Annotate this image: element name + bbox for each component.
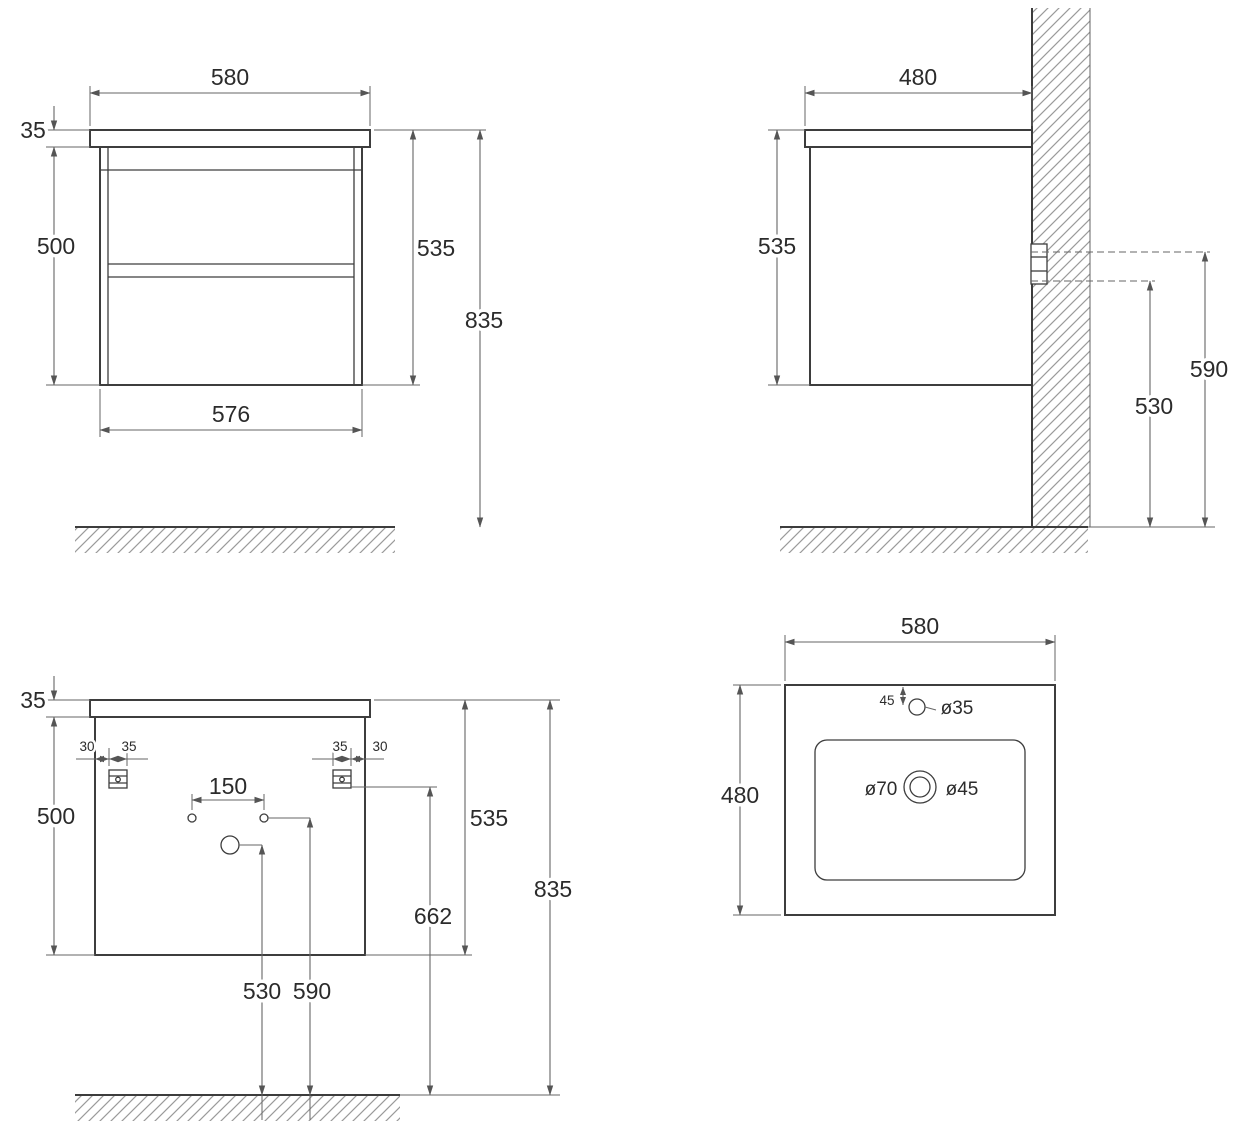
front-cabinet xyxy=(89,129,371,386)
dim-back-total-height: 835 xyxy=(530,699,576,1096)
dim-front-width-top: 580 xyxy=(89,61,371,126)
dim-back-bracket-left: 30 35 xyxy=(76,737,148,766)
mounting-bracket xyxy=(332,769,352,789)
dim-label: 535 xyxy=(470,805,508,831)
dim-basin-faucet-offset: 45 xyxy=(877,687,906,711)
dim-label: 35 xyxy=(121,739,136,754)
back-floor xyxy=(75,1094,560,1121)
dim-label: 500 xyxy=(37,803,75,829)
dim-label: ø35 xyxy=(941,698,974,719)
fixing-hole-left xyxy=(187,813,197,823)
dim-label: ø45 xyxy=(946,779,979,800)
drain-inner-circle xyxy=(909,776,931,798)
side-cabinet xyxy=(804,129,1033,386)
side-view: 480 535 590 530 xyxy=(754,8,1232,553)
dim-label: 35 xyxy=(20,687,46,713)
floor-hatch xyxy=(75,1096,400,1121)
dim-basin-width: 580 xyxy=(784,610,1056,681)
dim-label: ø70 xyxy=(865,779,898,800)
dim-back-cabinet-height: 535 xyxy=(365,699,560,956)
dim-label: 30 xyxy=(79,739,94,754)
dim-label: 480 xyxy=(899,64,937,90)
dim-side-upper-fixing: 590 xyxy=(1186,251,1232,528)
drain-outer-circle xyxy=(903,770,937,804)
dim-label: 480 xyxy=(721,782,759,808)
dim-back-fixing-height: 590 xyxy=(268,817,335,1120)
front-floor xyxy=(75,526,395,553)
back-view: 35 500 30 35 35 30 xyxy=(17,676,576,1121)
mounting-bracket xyxy=(108,769,128,789)
dim-basin-drain: ø70 ø45 xyxy=(862,776,982,803)
floor-hatch xyxy=(780,528,1088,553)
dim-label: 662 xyxy=(414,903,452,929)
dim-label: 535 xyxy=(417,235,455,261)
dim-front-cabinet-height: 535 xyxy=(362,129,486,386)
front-view: 580 35 500 535 835 576 xyxy=(17,61,507,553)
dim-label: 500 xyxy=(37,233,75,259)
back-bracket-right xyxy=(332,769,352,789)
front-countertop xyxy=(89,129,371,148)
dim-front-total-height: 835 xyxy=(461,129,507,528)
dim-side-cabinet-height: 535 xyxy=(754,129,810,386)
basin-outline xyxy=(784,684,1056,916)
dim-label: 590 xyxy=(1190,356,1228,382)
dim-back-bracket-right: 35 30 xyxy=(312,737,390,766)
dim-label: 535 xyxy=(758,233,796,259)
back-countertop xyxy=(89,699,371,718)
dim-label: 580 xyxy=(211,64,249,90)
side-cabinet-body xyxy=(809,146,1033,386)
dim-basin-depth: 480 xyxy=(717,684,781,916)
dim-side-depth: 480 xyxy=(804,61,1033,126)
dim-label: 530 xyxy=(243,978,281,1004)
dim-back-hole-spacing: 150 xyxy=(191,770,265,810)
dim-back-top-thickness: 35 xyxy=(17,676,90,718)
side-wall-bracket xyxy=(1030,243,1210,285)
dim-label: 30 xyxy=(372,739,387,754)
mounting-bracket xyxy=(1030,243,1048,285)
dim-label: 590 xyxy=(293,978,331,1004)
front-cabinet-body xyxy=(99,146,363,386)
basin-bowl xyxy=(814,739,1026,881)
dim-label: 150 xyxy=(209,773,247,799)
basin-view: 580 480 45 ø35 ø70 ø45 xyxy=(717,610,1056,916)
dim-front-width-bottom: 576 xyxy=(99,389,363,437)
dim-back-drain-height: 530 xyxy=(239,844,285,1120)
basin-body xyxy=(784,684,1056,916)
dim-label: 530 xyxy=(1135,393,1173,419)
dim-label: 576 xyxy=(212,401,250,427)
side-floor xyxy=(780,526,1215,553)
dim-front-body-height: 500 xyxy=(33,146,100,386)
side-countertop xyxy=(804,129,1033,148)
dim-basin-faucet-hole: ø35 xyxy=(924,695,976,722)
dim-back-body-height: 500 xyxy=(33,716,95,956)
dim-back-bracket-height: 662 xyxy=(351,786,456,1096)
dim-label: 580 xyxy=(901,613,939,639)
dim-side-lower-fixing: 530 xyxy=(1131,280,1177,528)
floor-hatch xyxy=(75,528,395,553)
dim-label: 835 xyxy=(534,876,572,902)
dim-front-top-thickness: 35 xyxy=(17,106,90,148)
dim-label: 35 xyxy=(20,117,46,143)
dim-label: 835 xyxy=(465,307,503,333)
dim-label: 35 xyxy=(332,739,347,754)
back-bracket-left xyxy=(108,769,128,789)
dim-label: 45 xyxy=(879,693,894,708)
